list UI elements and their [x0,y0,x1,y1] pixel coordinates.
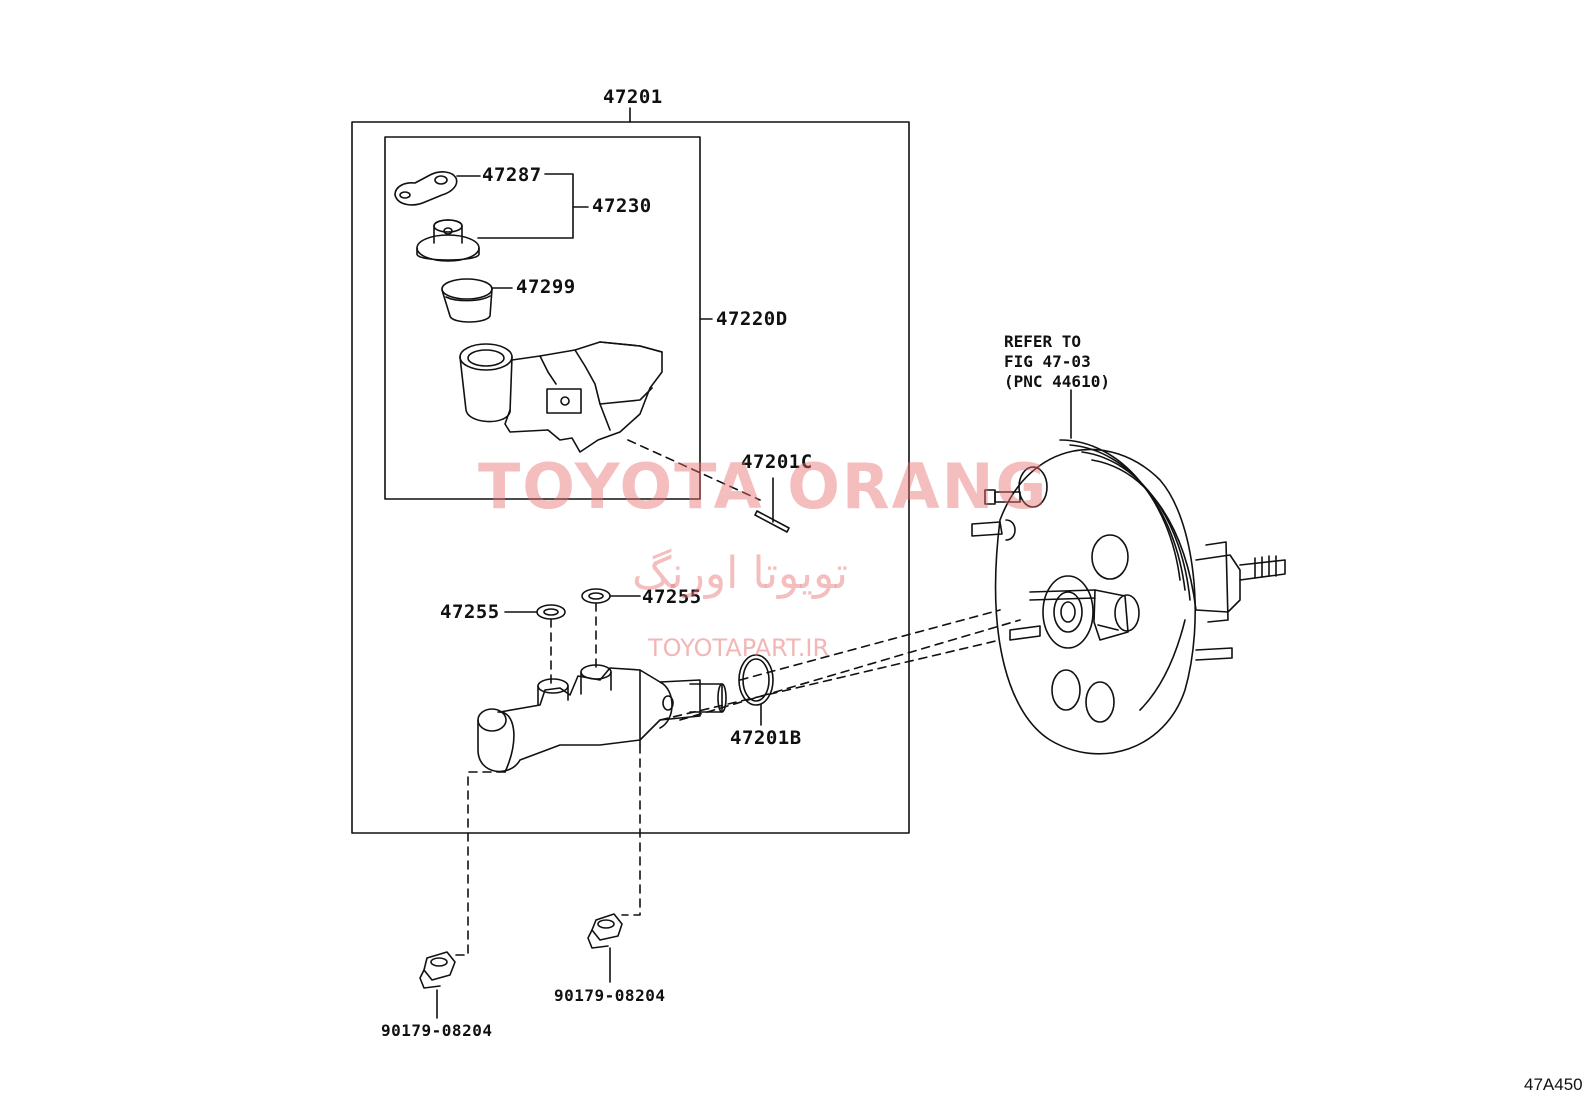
reference-note: REFER TO FIG 47-03 (PNC 44610) [1004,332,1110,391]
strainer-part [442,279,492,322]
label-pin-47201C: 47201C [741,451,813,473]
watermark-site: TOYOTAPART.IR [648,634,830,662]
label-gasket-47287: 47287 [482,164,542,186]
grommet-right-part [582,589,610,603]
reservoir-cap-part [417,220,479,261]
watermark-brand-persian: تویوتا اورنگ [632,548,848,599]
label-reservoir-47220D: 47220D [716,308,788,330]
label-strainer-47299: 47299 [516,276,576,298]
reservoir-body-part [460,342,662,452]
gasket-47287-part [395,172,457,205]
label-union-bolt-right: 90179-08204 [554,986,666,1005]
watermark-brand: TOYOTA ORANG [478,450,1049,523]
label-assembly-47201: 47201 [603,86,663,108]
label-o-ring-47201B: 47201B [730,727,802,749]
brake-booster-part [972,440,1285,754]
figure-code: 47A450 [1524,1075,1583,1094]
grommet-left-part [537,605,565,619]
union-bolt-left-part [420,952,455,988]
reservoir-frame [385,137,700,499]
label-grommet-right-47255: 47255 [642,586,702,608]
union-bolt-right-part [588,914,622,948]
master-cylinder-part [478,665,726,772]
label-union-bolt-left: 90179-08204 [381,1021,493,1040]
label-grommet-left-47255: 47255 [440,601,500,623]
pin-part [755,511,789,532]
label-cap-47230: 47230 [592,195,652,217]
